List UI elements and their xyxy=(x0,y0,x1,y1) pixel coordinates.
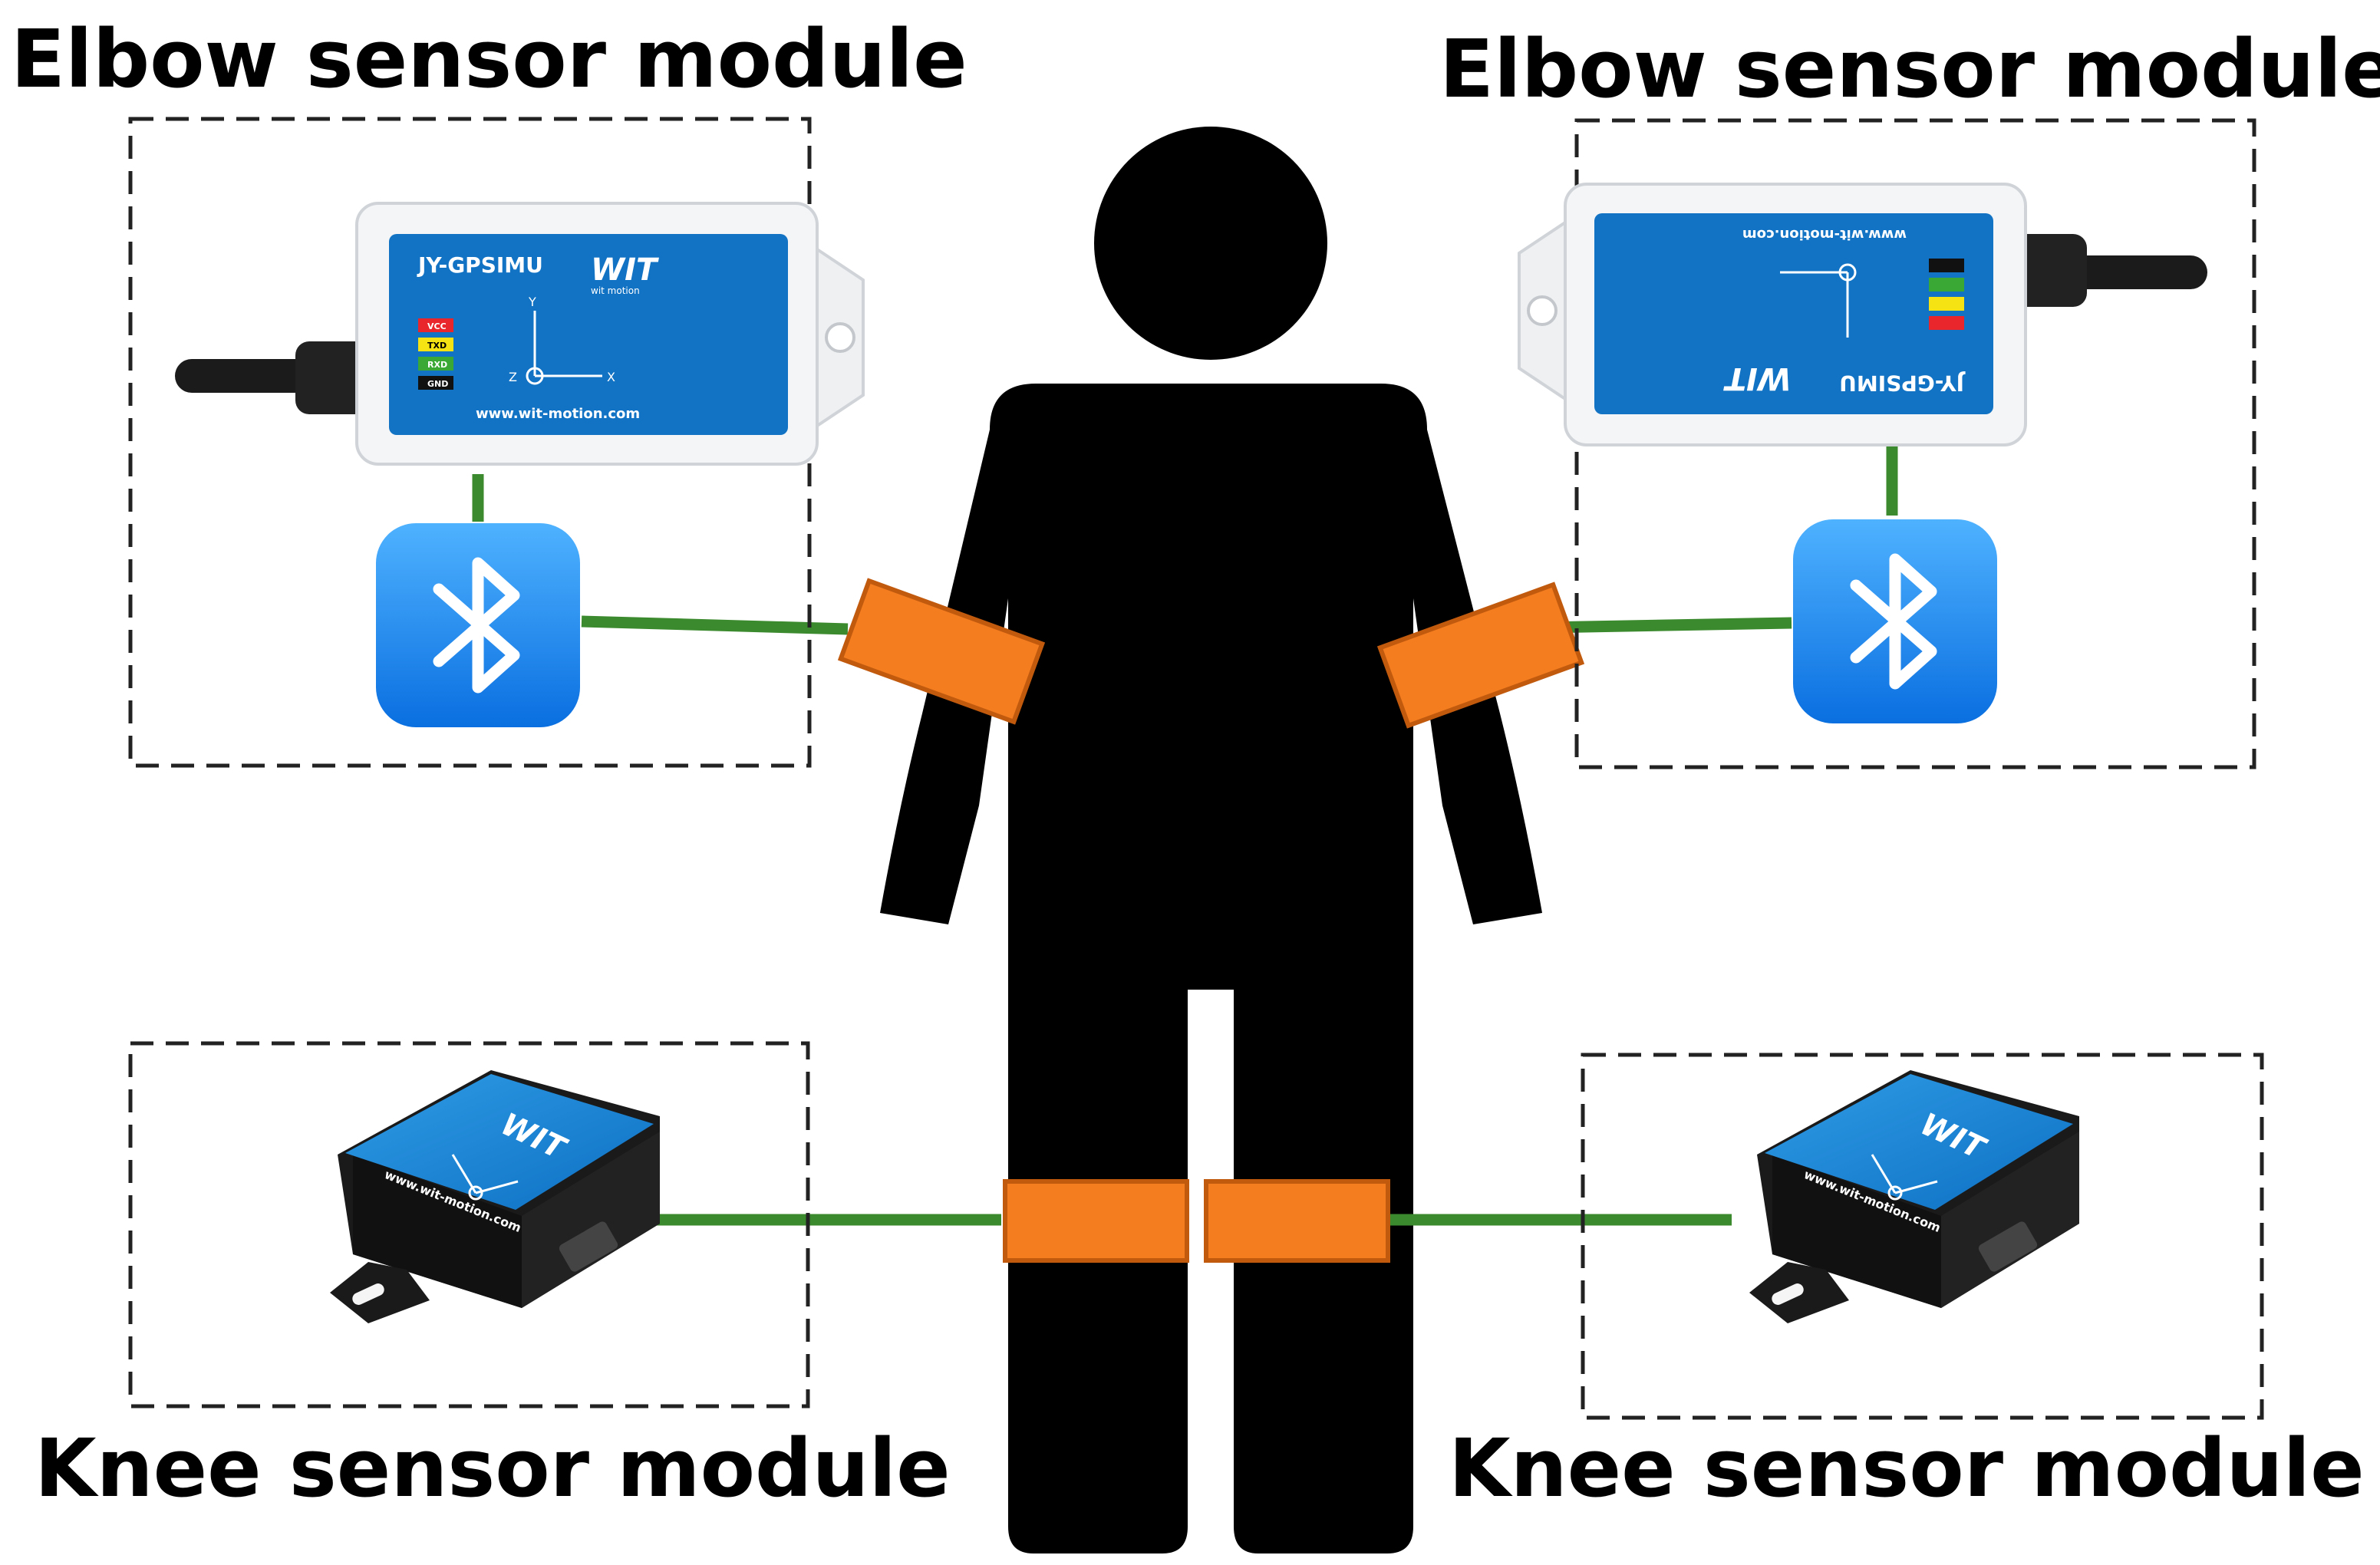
axis-diagram xyxy=(1871,1154,1938,1201)
device-url: www.wit-motion.com xyxy=(476,406,640,422)
device-url: www.wit-motion.com xyxy=(1742,226,1907,242)
strap-left-knee xyxy=(1003,1179,1189,1263)
axis-y: Y xyxy=(528,295,536,309)
bluetooth-icon xyxy=(1793,519,1997,723)
pin-vcc: VCC xyxy=(427,321,447,331)
axis-diagram xyxy=(451,1154,519,1201)
elbow-imu-right: JY-GPSIMU WIT www.wit-motion.com xyxy=(1518,183,2207,446)
axis-diagram xyxy=(1780,263,1857,338)
device-model-label: JY-GPSIMU xyxy=(1839,371,1966,396)
axis-z: Z xyxy=(509,370,517,384)
elbow-imu-left: JY-GPSIMU WIT wit motion VCC TXD RXD GND… xyxy=(175,202,865,466)
strap-right-knee xyxy=(1204,1179,1390,1263)
pin-gnd: GND xyxy=(427,379,448,389)
human-silhouette-icon xyxy=(880,127,1542,1553)
frame-right-elbow xyxy=(1574,118,2256,769)
brand-logo: WIT xyxy=(1723,361,1792,396)
pin-legend xyxy=(1929,259,1964,330)
brand-logo: WIT xyxy=(591,252,659,288)
wire-left-elbow-strap xyxy=(581,615,849,635)
wires xyxy=(472,446,1898,1226)
frame-left-knee xyxy=(128,1041,810,1408)
pin-legend: VCC TXD RXD GND xyxy=(418,318,453,390)
label-knee-left: Knee sensor module xyxy=(35,1422,951,1515)
strap-right-elbow xyxy=(1376,582,1585,729)
wire-right-elbow-strap xyxy=(1541,617,1792,634)
pin-txd: TXD xyxy=(427,341,447,351)
brand-sub: wit motion xyxy=(591,285,640,296)
knee-imu-right: WIT www.wit-motion.com xyxy=(1749,1070,2079,1323)
label-elbow-right: Elbow sensor module xyxy=(1439,22,2380,116)
label-elbow-left: Elbow sensor module xyxy=(11,12,967,106)
label-knee-right: Knee sensor module xyxy=(1449,1422,2365,1515)
straps xyxy=(837,578,1585,1263)
knee-imu-left: WIT www.wit-motion.com xyxy=(330,1070,660,1323)
pin-rxd: RXD xyxy=(427,360,447,370)
frame-right-knee xyxy=(1581,1053,2264,1420)
device-model-label: JY-GPSIMU xyxy=(417,252,543,278)
axis-x: X xyxy=(607,370,615,384)
strap-left-elbow xyxy=(837,578,1046,725)
axis-diagram: Y Z X xyxy=(509,295,615,385)
bluetooth-icon xyxy=(376,523,580,727)
